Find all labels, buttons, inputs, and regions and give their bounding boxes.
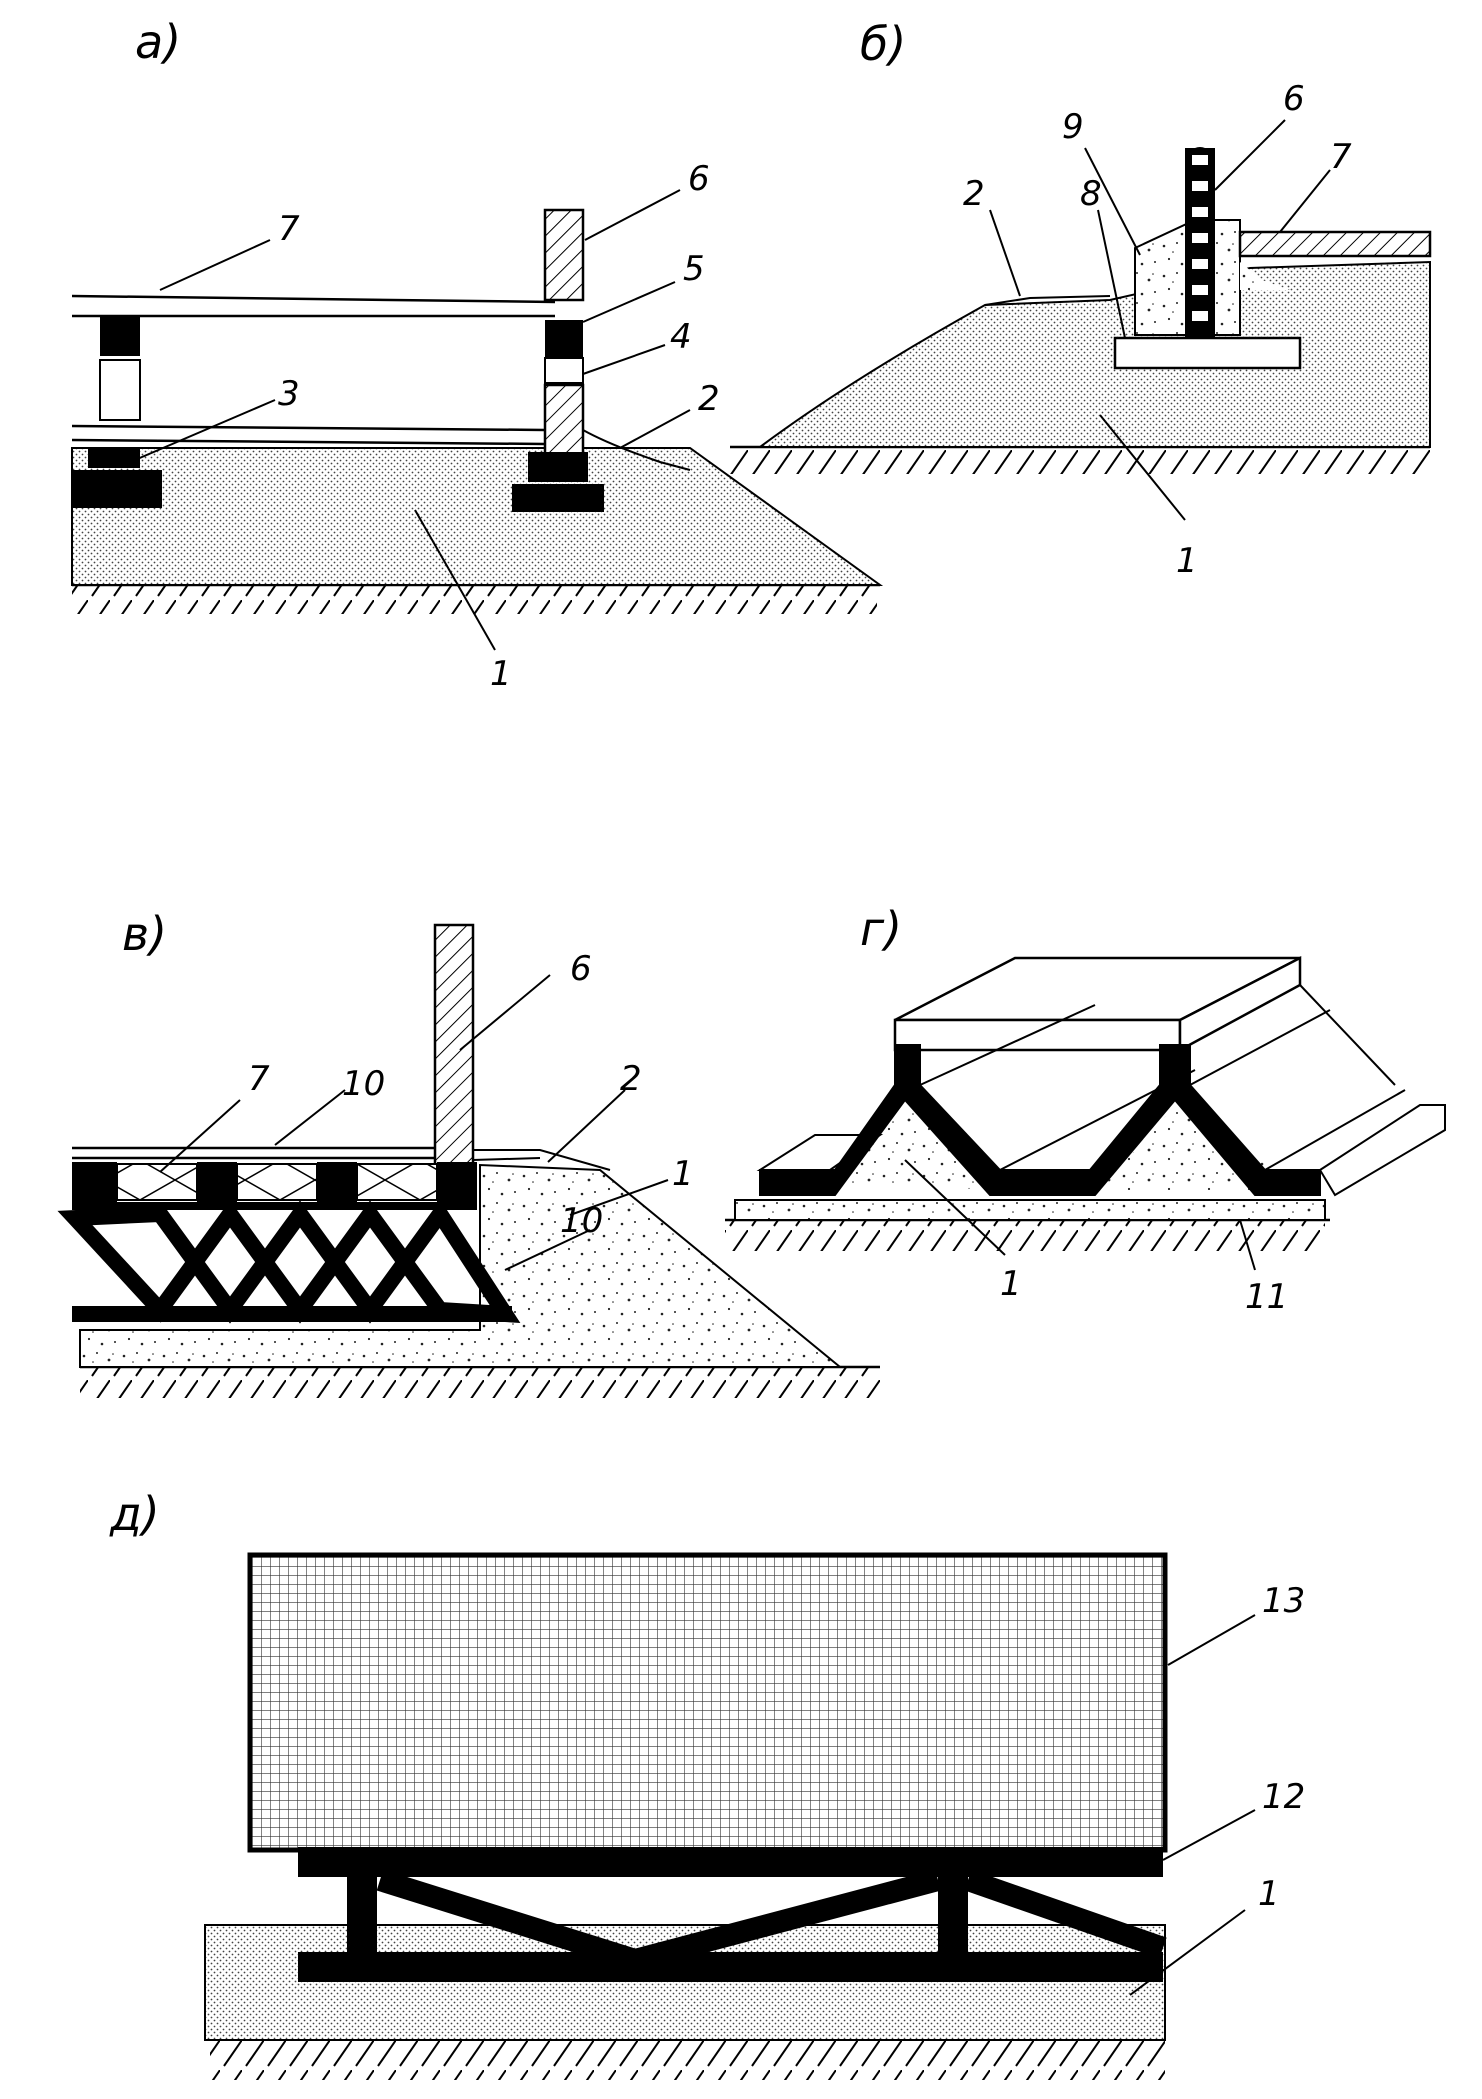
callout-1: 1 (1176, 541, 1198, 581)
steel-frame (298, 1847, 1167, 1982)
panel-g: г) 1 11 (725, 902, 1446, 1317)
callout-7: 7 (248, 1059, 270, 1099)
callout-9: 9 (1062, 107, 1084, 147)
modular-building (247, 1552, 1168, 1853)
callout-2: 2 (963, 174, 985, 214)
log-wall (1185, 147, 1215, 338)
ground-g (725, 1218, 1330, 1251)
panel-v: в) (57, 907, 880, 1398)
panel-a: а) (71, 15, 884, 694)
embankment (71, 447, 884, 586)
ground-v (80, 1365, 880, 1398)
ground-a (72, 583, 880, 614)
callout-2: 2 (698, 379, 720, 419)
panel-b-label: б) (860, 17, 906, 71)
callout-10-top: 10 (342, 1064, 385, 1104)
callout-5: 5 (683, 249, 705, 289)
panel-b: б) (730, 17, 1432, 581)
wall-block (545, 320, 583, 358)
callout-2: 2 (620, 1059, 642, 1099)
panel-d-label: д) (109, 1487, 160, 1541)
floor-slab (893, 955, 1302, 1053)
base-slab (1113, 336, 1302, 370)
ground-b (730, 445, 1430, 474)
panel-a-label: а) (135, 15, 181, 69)
embankment (734, 1199, 1326, 1221)
panel-g-label: г) (860, 902, 902, 956)
callout-6: 6 (1283, 79, 1305, 119)
beam-row (72, 1162, 477, 1210)
truss (57, 1199, 521, 1324)
callout-4: 4 (670, 317, 692, 357)
callout-7: 7 (278, 209, 300, 249)
callout-6: 6 (688, 159, 710, 199)
panel-v-label: в) (122, 907, 167, 961)
callout-12: 12 (1262, 1777, 1305, 1817)
embankment (79, 1163, 843, 1368)
callout-3: 3 (278, 374, 300, 414)
callout-6: 6 (570, 949, 592, 989)
callout-1: 1 (1000, 1264, 1022, 1304)
ground-d (210, 2040, 1165, 2080)
corrugated-base (759, 1044, 1321, 1196)
footing-right (512, 452, 604, 512)
callout-11: 11 (1245, 1277, 1288, 1317)
insulation-layer (544, 357, 584, 384)
callout-1: 1 (490, 654, 512, 694)
panel-d: д) 13 12 1 (109, 1487, 1305, 2080)
callout-10-bottom: 10 (560, 1201, 603, 1241)
callout-1: 1 (672, 1154, 694, 1194)
callout-1: 1 (1258, 1874, 1280, 1914)
footing-left (72, 448, 162, 508)
wall (433, 923, 475, 1172)
callout-8: 8 (1080, 174, 1102, 214)
callout-7: 7 (1330, 137, 1352, 177)
callout-13: 13 (1262, 1581, 1305, 1621)
floor-slab (1238, 230, 1432, 258)
wall (543, 208, 585, 302)
building-box (71, 294, 556, 446)
embankment (756, 260, 1431, 448)
